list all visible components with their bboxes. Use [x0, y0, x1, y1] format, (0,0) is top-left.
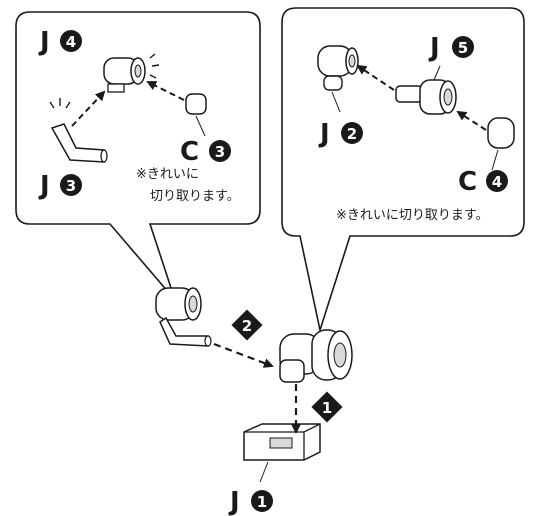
- left-panel-arrows: [71, 81, 185, 127]
- label-j4-letter: J: [38, 27, 50, 57]
- j2-j5-assembly-drawing: [279, 329, 353, 383]
- left-callout-panel: [15, 11, 261, 301]
- right-callout-panel: [281, 7, 525, 334]
- label-c4-number: 4: [492, 173, 502, 191]
- label-j1-number: 1: [257, 493, 267, 511]
- c3-cap-drawing: [185, 93, 207, 137]
- main-arrows: [213, 342, 301, 434]
- label-c4: C 4: [458, 167, 508, 197]
- j5-part-drawing: [395, 65, 457, 115]
- label-j1-letter: J: [228, 487, 240, 516]
- label-j4-number: 4: [66, 33, 76, 51]
- label-j3-letter: J: [38, 171, 50, 201]
- step-2-number: 2: [242, 317, 252, 335]
- label-j2: J 2: [318, 119, 363, 149]
- label-j5-letter: J: [428, 33, 440, 63]
- label-c3: C 3: [180, 137, 231, 167]
- label-c3-number: 3: [215, 143, 225, 161]
- j3-part-drawing: [49, 98, 108, 163]
- c4-cap-drawing: [487, 117, 515, 171]
- label-j3-number: 3: [66, 177, 76, 195]
- label-j2-letter: J: [318, 119, 330, 149]
- j4-part-drawing: [103, 53, 160, 93]
- label-j2-number: 2: [347, 125, 357, 143]
- label-j5: J 5: [428, 33, 474, 63]
- right-note: ※きれいに切り取ります。: [336, 208, 489, 223]
- step-1-number: 1: [322, 399, 332, 417]
- left-note-line2: 切り取ります。: [150, 189, 240, 204]
- label-c4-letter: C: [458, 167, 477, 197]
- right-panel-arrows: [356, 64, 487, 131]
- step-1-marker: 1: [311, 391, 343, 423]
- label-c3-letter: C: [180, 137, 199, 167]
- label-j5-number: 5: [458, 39, 468, 57]
- j1-base-drawing: [243, 423, 321, 483]
- j2-part-drawing: [317, 45, 359, 113]
- left-note-line1: ※きれいに: [136, 167, 199, 182]
- step-2-marker: 2: [231, 309, 263, 341]
- label-j1: J 1: [228, 487, 273, 516]
- j3-j4-assembly-drawing: [155, 287, 212, 347]
- label-j3: J 3: [38, 171, 82, 201]
- label-j4: J 4: [38, 27, 82, 57]
